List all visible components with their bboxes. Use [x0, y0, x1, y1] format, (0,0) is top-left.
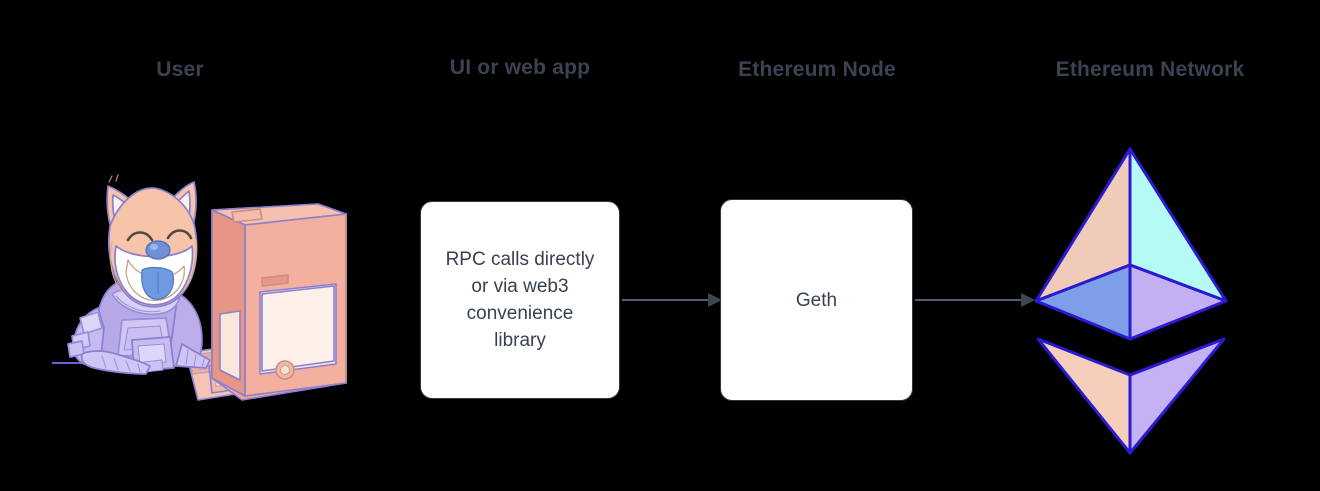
arrowhead-icon — [1021, 293, 1035, 307]
arrow-ui-to-node — [622, 293, 722, 307]
rpc-line-4: library — [494, 330, 546, 351]
rpc-line-1: RPC calls directly — [445, 249, 595, 270]
arrow-shaft — [622, 299, 710, 301]
arrow-shaft — [915, 299, 1022, 301]
shiba-inu-at-computer-illustration — [67, 174, 347, 401]
column-header-ethereum-network: Ethereum Network — [1055, 58, 1245, 81]
rpc-line-3: convenience — [466, 303, 574, 324]
geth-label: Geth — [795, 289, 838, 311]
column-header-ui-or-web-app: UI or web app — [449, 56, 591, 79]
process-box-rpc[interactable]: RPC calls directly or via web3 convenien… — [420, 201, 620, 399]
ethereum-logo-icon — [1034, 147, 1228, 455]
process-box-geth[interactable]: Geth — [720, 199, 913, 401]
rpc-line-2: or via web3 — [471, 276, 569, 297]
arrowhead-icon — [708, 293, 722, 307]
column-header-user: User — [156, 58, 204, 81]
column-header-ethereum-node: Ethereum Node — [738, 58, 896, 81]
arrow-node-to-network — [915, 293, 1035, 307]
